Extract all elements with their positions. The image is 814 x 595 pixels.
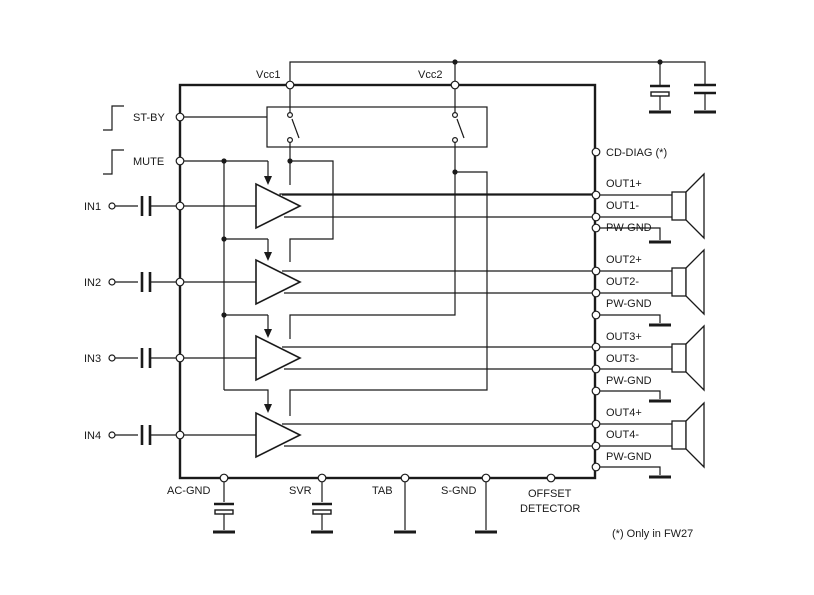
bottom-pins — [213, 478, 497, 534]
stby-step-symbol — [103, 105, 124, 131]
output-wiring — [596, 151, 672, 479]
label-vcc1: Vcc1 — [256, 69, 280, 81]
label-pwgnd-3: PW-GND — [606, 375, 652, 387]
speaker-icon — [671, 172, 705, 240]
label-out4-minus: OUT4- — [606, 429, 639, 441]
mute-step-symbol — [103, 149, 124, 175]
label-out4-plus: OUT4+ — [606, 407, 642, 419]
footnote: (*) Only in FW27 — [612, 528, 693, 540]
label-pwgnd-1: PW-GND — [606, 222, 652, 234]
label-out2-plus: OUT2+ — [606, 254, 642, 266]
label-svr: SVR — [289, 485, 312, 497]
label-mute: MUTE — [133, 156, 164, 168]
label-ac-gnd: AC-GND — [167, 485, 210, 497]
label-offset: OFFSET — [528, 488, 572, 500]
label-out3-plus: OUT3+ — [606, 331, 642, 343]
label-in1: IN1 — [84, 201, 101, 213]
label-in4: IN4 — [84, 430, 101, 442]
speaker-icon — [671, 324, 705, 392]
vcc1-distribution — [289, 160, 334, 262]
label-detector: DETECTOR — [520, 503, 580, 515]
channel-1 — [112, 182, 596, 230]
channel-4 — [112, 411, 596, 459]
label-out2-minus: OUT2- — [606, 276, 639, 288]
label-in2: IN2 — [84, 277, 101, 289]
channel-3 — [112, 334, 596, 382]
speaker-icon — [671, 401, 705, 469]
speaker-icon — [671, 248, 705, 316]
label-out1-plus: OUT1+ — [606, 178, 642, 190]
supply-rail — [289, 59, 706, 85]
label-in3: IN3 — [84, 353, 101, 365]
label-out3-minus: OUT3- — [606, 353, 639, 365]
label-stby: ST-BY — [133, 112, 165, 124]
mute-bus — [180, 158, 272, 413]
label-cd-diag: CD-DIAG (*) — [606, 147, 667, 159]
supply-capacitor — [694, 75, 716, 114]
supply-capacitor-electrolytic — [649, 84, 671, 114]
label-pwgnd-4: PW-GND — [606, 451, 652, 463]
label-vcc2: Vcc2 — [418, 69, 442, 81]
label-s-gnd: S-GND — [441, 485, 477, 497]
label-out1-minus: OUT1- — [606, 200, 639, 212]
channel-2 — [112, 258, 596, 306]
label-pwgnd-2: PW-GND — [606, 298, 652, 310]
pin-markers — [108, 80, 601, 483]
vcc2-distribution — [289, 171, 488, 416]
label-tab: TAB — [372, 485, 393, 497]
